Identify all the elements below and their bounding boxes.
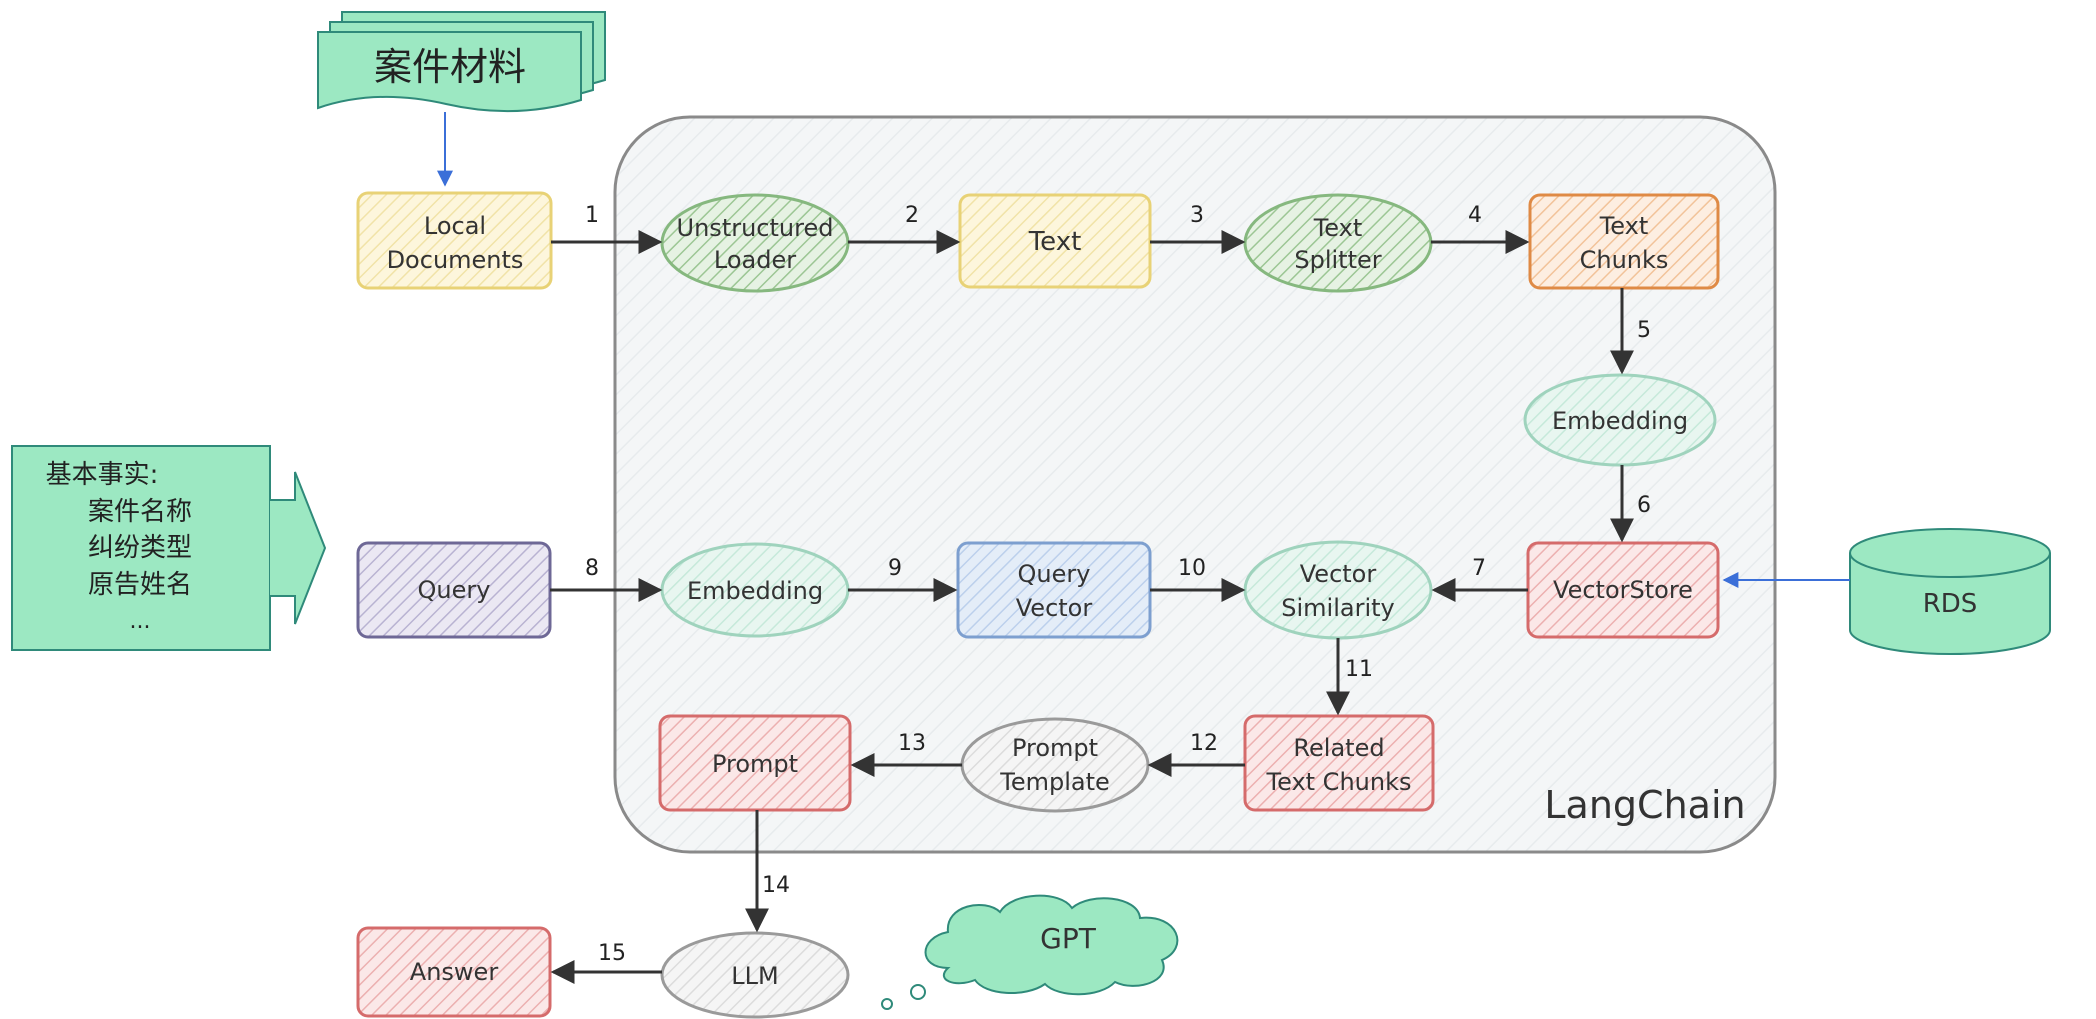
node-related-text-chunks: Related Text Chunks	[1243, 714, 1435, 812]
langchain-container	[613, 115, 1777, 854]
edge-numbers: 1 2 3 4 5 6 7 8 9 10 11 12 13 14 15	[585, 203, 1651, 966]
query-vector-line1: Query	[1018, 560, 1091, 588]
local-documents-line2: Documents	[387, 246, 524, 274]
node-local-documents: Local Documents	[356, 191, 553, 290]
edge-number-5: 5	[1637, 318, 1651, 343]
gpt-cloud: GPT	[924, 894, 1179, 996]
edges	[550, 230, 1634, 984]
embedding-mid-label: Embedding	[687, 577, 823, 605]
rds-database: RDS	[1849, 528, 2051, 655]
basic-facts-line3: 纠纷类型	[88, 533, 192, 563]
local-documents-line1: Local	[424, 212, 486, 240]
edge-number-1: 1	[585, 203, 599, 228]
gpt-label: GPT	[1040, 922, 1097, 955]
prompt-template-line1: Prompt	[1012, 734, 1098, 762]
edge-number-10: 10	[1178, 556, 1206, 581]
basic-facts-line1: 基本事实:	[46, 460, 159, 490]
edge-number-9: 9	[888, 556, 902, 581]
node-vectorstore: VectorStore	[1526, 541, 1720, 639]
prompt-template-line2: Template	[999, 768, 1110, 796]
rds-label: RDS	[1923, 589, 1978, 619]
node-embedding-top: Embedding	[1523, 373, 1717, 467]
node-query-vector: Query Vector	[956, 541, 1152, 639]
node-answer: Answer	[356, 926, 552, 1018]
edge-number-4: 4	[1468, 203, 1482, 228]
edge-number-6: 6	[1637, 493, 1651, 518]
node-unstructured-loader: Unstructured Loader	[660, 193, 850, 293]
edge-number-13: 13	[898, 731, 926, 756]
thought-bubble-small	[881, 998, 893, 1010]
unstructured-loader-line1: Unstructured	[677, 214, 834, 242]
node-vector-similarity: Vector Similarity	[1243, 540, 1433, 640]
related-text-chunks-line1: Related	[1293, 734, 1384, 762]
edge-number-12: 12	[1190, 731, 1218, 756]
basic-facts-line2: 案件名称	[88, 497, 192, 527]
embedding-top-label: Embedding	[1552, 407, 1688, 435]
node-text: Text	[958, 193, 1152, 289]
answer-label: Answer	[410, 958, 499, 986]
basic-facts-line4: 原告姓名	[88, 570, 192, 600]
node-query: Query	[356, 541, 552, 639]
case-materials-label: 案件材料	[374, 45, 526, 89]
node-prompt: Prompt	[658, 714, 852, 812]
prompt-label: Prompt	[712, 750, 798, 778]
edge-number-8: 8	[585, 556, 599, 581]
unstructured-loader-line2: Loader	[714, 246, 796, 274]
edge-number-2: 2	[905, 203, 919, 228]
node-text-chunks: Text Chunks	[1528, 193, 1720, 290]
basic-facts-line5: ...	[130, 609, 151, 634]
vector-similarity-line1: Vector	[1300, 560, 1377, 588]
text-chunks-line2: Chunks	[1580, 246, 1669, 274]
text-label: Text	[1028, 227, 1082, 257]
node-prompt-template: Prompt Template	[960, 717, 1150, 813]
llm-label: LLM	[731, 962, 778, 990]
node-text-splitter: Text Splitter	[1243, 193, 1433, 293]
vector-similarity-line2: Similarity	[1281, 594, 1394, 622]
basic-facts-block: 基本事实: 案件名称 纠纷类型 原告姓名 ...	[11, 445, 327, 651]
thought-bubble-medium	[910, 984, 926, 1000]
edge-number-7: 7	[1472, 556, 1486, 581]
text-chunks-line1: Text	[1599, 212, 1649, 240]
text-splitter-line2: Splitter	[1294, 246, 1381, 274]
edge-number-15: 15	[598, 941, 626, 966]
vectorstore-label: VectorStore	[1553, 576, 1693, 604]
edge-number-14: 14	[762, 873, 790, 898]
case-materials-stack: 案件材料	[317, 11, 606, 113]
text-splitter-line1: Text	[1313, 214, 1363, 242]
node-embedding-mid: Embedding	[660, 542, 850, 638]
query-label: Query	[418, 576, 491, 604]
edge-number-3: 3	[1190, 203, 1204, 228]
edge-number-11: 11	[1345, 657, 1373, 682]
related-text-chunks-line2: Text Chunks	[1266, 768, 1412, 796]
query-vector-line2: Vector	[1016, 594, 1093, 622]
langchain-label: LangChain	[1544, 783, 1745, 827]
node-llm: LLM	[660, 931, 850, 1019]
